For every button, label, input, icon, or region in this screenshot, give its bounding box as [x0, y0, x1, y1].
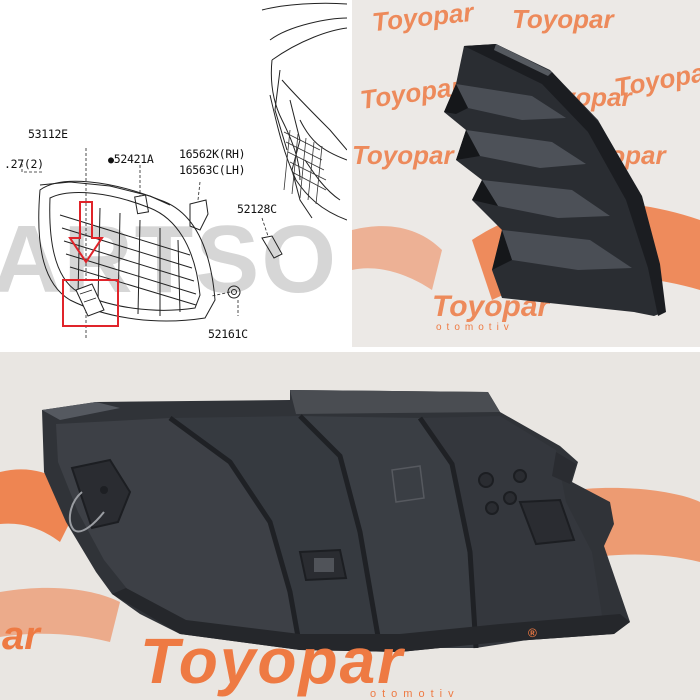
- part-number-52128C: 52128C: [237, 202, 277, 216]
- product-photo-front: Toyopar Toyopar Toyopar Toyopar Toyopar …: [352, 0, 700, 347]
- part-52128C-cover: [261, 235, 283, 259]
- grille-cover-front-image: [352, 44, 700, 316]
- part-number-52421A-label: 52421A: [113, 152, 154, 166]
- part-number-16563C: 16563C(LH): [179, 163, 246, 177]
- car-grille-lattice: [283, 129, 327, 205]
- part-number-52161C: 52161C: [208, 327, 248, 341]
- part-number-52421A: ●52421A: [108, 152, 154, 166]
- watermark-logo-sub: otomotiv: [436, 322, 514, 333]
- car-body-outline: [261, 2, 347, 221]
- part-number-27-2: .27(2): [4, 157, 44, 171]
- part-52161C-clip: [227, 285, 241, 299]
- part-52421A-clip: [134, 194, 150, 215]
- panel-divider-horizontal: [0, 347, 700, 352]
- registered-mark: ®: [528, 626, 537, 640]
- product-photo-rear: Toyopar ® otomotiv ar: [0, 352, 700, 700]
- grille-cover-rear-body: [42, 390, 630, 652]
- panel-divider-vertical: [347, 0, 352, 347]
- part-52161C-clip-center: [231, 289, 237, 295]
- grille-cover-body: [444, 44, 666, 316]
- parts-diagram-drawing: ARTSO: [0, 2, 347, 340]
- watermark-logo: Toyopar: [512, 4, 614, 34]
- watermark-logo-sub-large: otomotiv: [370, 688, 460, 700]
- grille-cover-rear-image: [0, 390, 700, 652]
- watermark-logo-large: Toyopar: [140, 625, 405, 697]
- part-16562K-bracket: [189, 199, 209, 231]
- bullet-icon: ●: [108, 155, 114, 166]
- part-number-53112E: 53112E: [28, 127, 68, 141]
- highlight-marker: [62, 201, 119, 327]
- part-number-16562K: 16562K(RH): [179, 147, 246, 161]
- watermark-logo: Toyopar: [352, 140, 454, 170]
- parts-diagram-panel: ARTSO: [0, 0, 347, 347]
- watermark-logo-partial: ar: [2, 614, 40, 658]
